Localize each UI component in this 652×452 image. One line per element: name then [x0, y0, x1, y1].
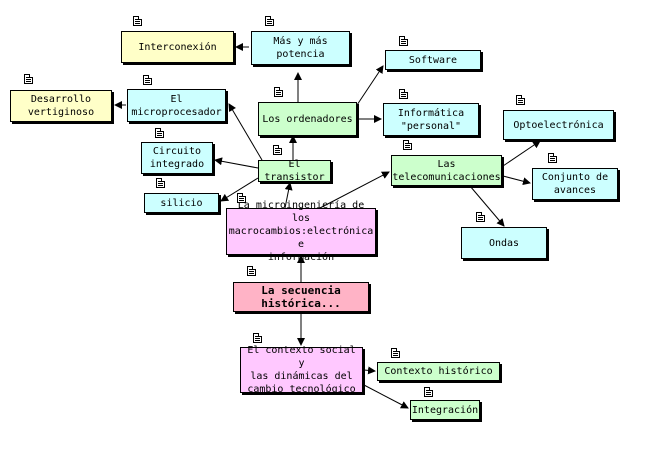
node-microingenieria[interactable]: La microingeniería de los macrocambios:e… [226, 200, 376, 263]
edge-micro-transistor [284, 182, 293, 209]
document-icon[interactable] [548, 153, 557, 163]
node-circuito-integrado[interactable]: Circuito integrado [141, 142, 213, 174]
node-mas-y-mas-potencia[interactable]: Más y más potencia [251, 31, 350, 65]
document-icon[interactable] [399, 89, 408, 99]
document-icon[interactable] [403, 140, 412, 150]
node-informatica-personal[interactable]: Informática "personal" [383, 103, 479, 136]
node-optoelectronica[interactable]: Optoelectrónica [503, 110, 614, 140]
node-el-microprocesador[interactable]: El microprocesador [127, 89, 226, 122]
node-conjunto-de-avances[interactable]: Conjunto de avances [532, 168, 618, 200]
document-icon[interactable] [476, 212, 485, 222]
document-icon[interactable] [516, 95, 525, 105]
edge-micro-telecom [319, 171, 390, 209]
document-icon[interactable] [253, 333, 262, 343]
edge-transistor-silicio [220, 177, 259, 202]
edge-transistor-circuito [214, 157, 259, 169]
node-desarrollo-vertiginoso[interactable]: Desarrollo vertiginoso [10, 90, 112, 122]
document-icon[interactable] [247, 266, 256, 276]
edge-ordenadores-software [354, 65, 384, 109]
node-software[interactable]: Software [385, 50, 481, 70]
document-icon[interactable] [274, 87, 283, 97]
document-icon[interactable] [24, 74, 33, 84]
edge-contexto-social-integracion [363, 384, 409, 409]
document-icon[interactable] [156, 178, 165, 188]
node-contexto-historico[interactable]: Contexto histórico [377, 362, 500, 381]
node-silicio[interactable]: silicio [144, 193, 219, 213]
document-icon[interactable] [399, 36, 408, 46]
node-interconexion[interactable]: Interconexión [121, 31, 234, 63]
edge-contexto-social-historico [363, 366, 376, 375]
document-icon[interactable] [155, 128, 164, 138]
document-icon[interactable] [133, 16, 142, 26]
node-los-ordenadores[interactable]: Los ordenadores [258, 102, 357, 136]
node-ondas[interactable]: Ondas [461, 227, 547, 259]
node-el-transistor[interactable]: El transistor [258, 159, 331, 183]
document-icon[interactable] [237, 193, 246, 203]
node-la-secuencia-historica[interactable]: La secuencia histórica... [233, 282, 369, 312]
document-icon[interactable] [143, 75, 152, 85]
document-icon[interactable] [265, 16, 274, 26]
node-integracion[interactable]: Integración [410, 400, 480, 420]
document-icon[interactable] [424, 387, 433, 397]
edge-telecom-conjunto [502, 175, 531, 186]
document-icon[interactable] [391, 348, 400, 358]
node-contexto-social[interactable]: El contexto social y las dinámicas del c… [240, 345, 363, 395]
edge-transistor-microprocesador [228, 103, 263, 161]
edge-telecom-ondas [469, 185, 505, 227]
edge-telecom-optoelectronica [502, 140, 541, 167]
document-icon[interactable] [273, 145, 282, 155]
node-las-telecomunicaciones[interactable]: Las telecomunicaciones [391, 155, 502, 186]
